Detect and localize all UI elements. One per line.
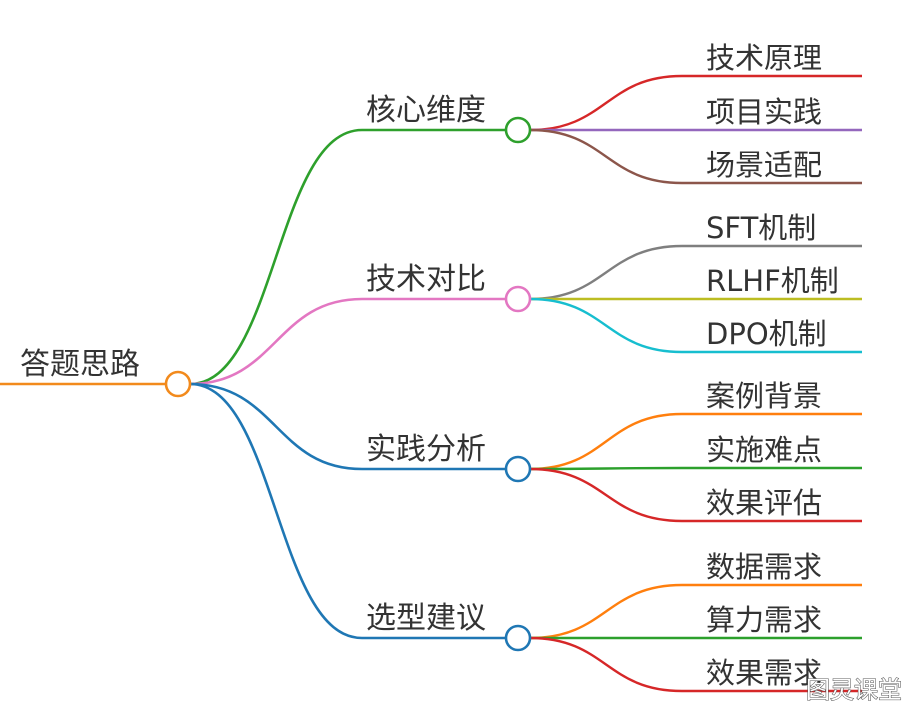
leaf-label: 效果评估 <box>706 486 822 520</box>
branch-label: 实践分析 <box>366 432 486 467</box>
leaf-connector <box>529 244 683 301</box>
branch-node-circle[interactable] <box>504 285 532 313</box>
leaf-connector <box>529 128 683 185</box>
leaf-connector <box>529 412 683 471</box>
watermark-text: 图灵课堂 <box>806 676 902 704</box>
leaf-connector <box>529 467 683 523</box>
branch-connector <box>189 382 363 640</box>
leaf-label: SFT机制 <box>706 211 816 245</box>
nodes-layer <box>164 116 532 652</box>
leaf-connector <box>529 74 683 132</box>
branch-label: 技术对比 <box>366 262 486 297</box>
leaf-label: 效果需求 <box>706 656 822 690</box>
leaf-label: 数据需求 <box>706 550 822 584</box>
branch-connector <box>189 128 363 386</box>
leaf-label: 案例背景 <box>706 379 822 413</box>
branch-connector <box>189 382 363 471</box>
branch-node-circle[interactable] <box>504 116 532 144</box>
branch-label: 核心维度 <box>366 93 486 128</box>
leaf-label: DPO机制 <box>706 317 827 351</box>
leaf-label: 技术原理 <box>706 41 822 75</box>
branch-label: 选型建议 <box>366 601 486 636</box>
leaf-label: 场景适配 <box>706 148 822 182</box>
branch-connector <box>189 297 363 386</box>
root-label: 答题思路 <box>20 347 140 382</box>
branch-node-circle[interactable] <box>504 455 532 483</box>
leaf-connector <box>529 636 683 693</box>
leaf-connector <box>529 297 683 354</box>
leaf-label: 实施难点 <box>706 433 822 467</box>
leaf-label: 算力需求 <box>706 603 822 637</box>
edges-layer <box>0 74 862 693</box>
leaf-label: RLHF机制 <box>706 264 839 298</box>
branch-node-circle[interactable] <box>504 624 532 652</box>
root-node-circle[interactable] <box>164 370 192 398</box>
leaf-connector <box>529 466 683 471</box>
leaf-connector <box>529 583 683 640</box>
leaf-label: 项目实践 <box>706 95 822 129</box>
